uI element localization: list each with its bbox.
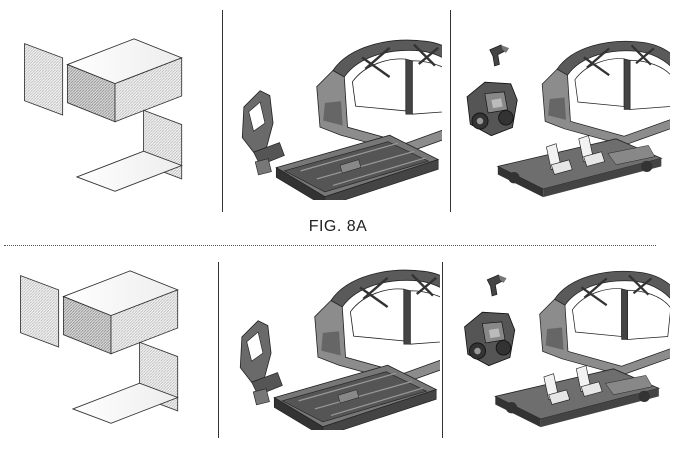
box-sections-drawing [24,38,183,192]
box-sections-drawing [20,270,179,424]
figure-caption: FIG. 8A [308,218,368,235]
vertical-divider [222,10,223,212]
vertical-divider [450,10,451,212]
vehicle-assembly-panel-bottom [455,262,670,432]
vehicle-assembly-panel-top [460,32,670,202]
body-in-white-drawing [241,38,442,200]
body-in-white-panel-top [232,30,442,200]
body-in-white-drawing [239,268,440,430]
body-in-white-panel-bottom [230,260,440,430]
vertical-divider [442,262,443,438]
horizontal-divider [4,245,656,246]
vehicle-assembly-drawing [466,40,670,198]
box-sections-panel-top [18,36,193,196]
box-sections-panel-bottom [14,268,189,428]
vehicle-assembly-drawing [464,270,670,428]
vertical-divider [218,262,219,438]
